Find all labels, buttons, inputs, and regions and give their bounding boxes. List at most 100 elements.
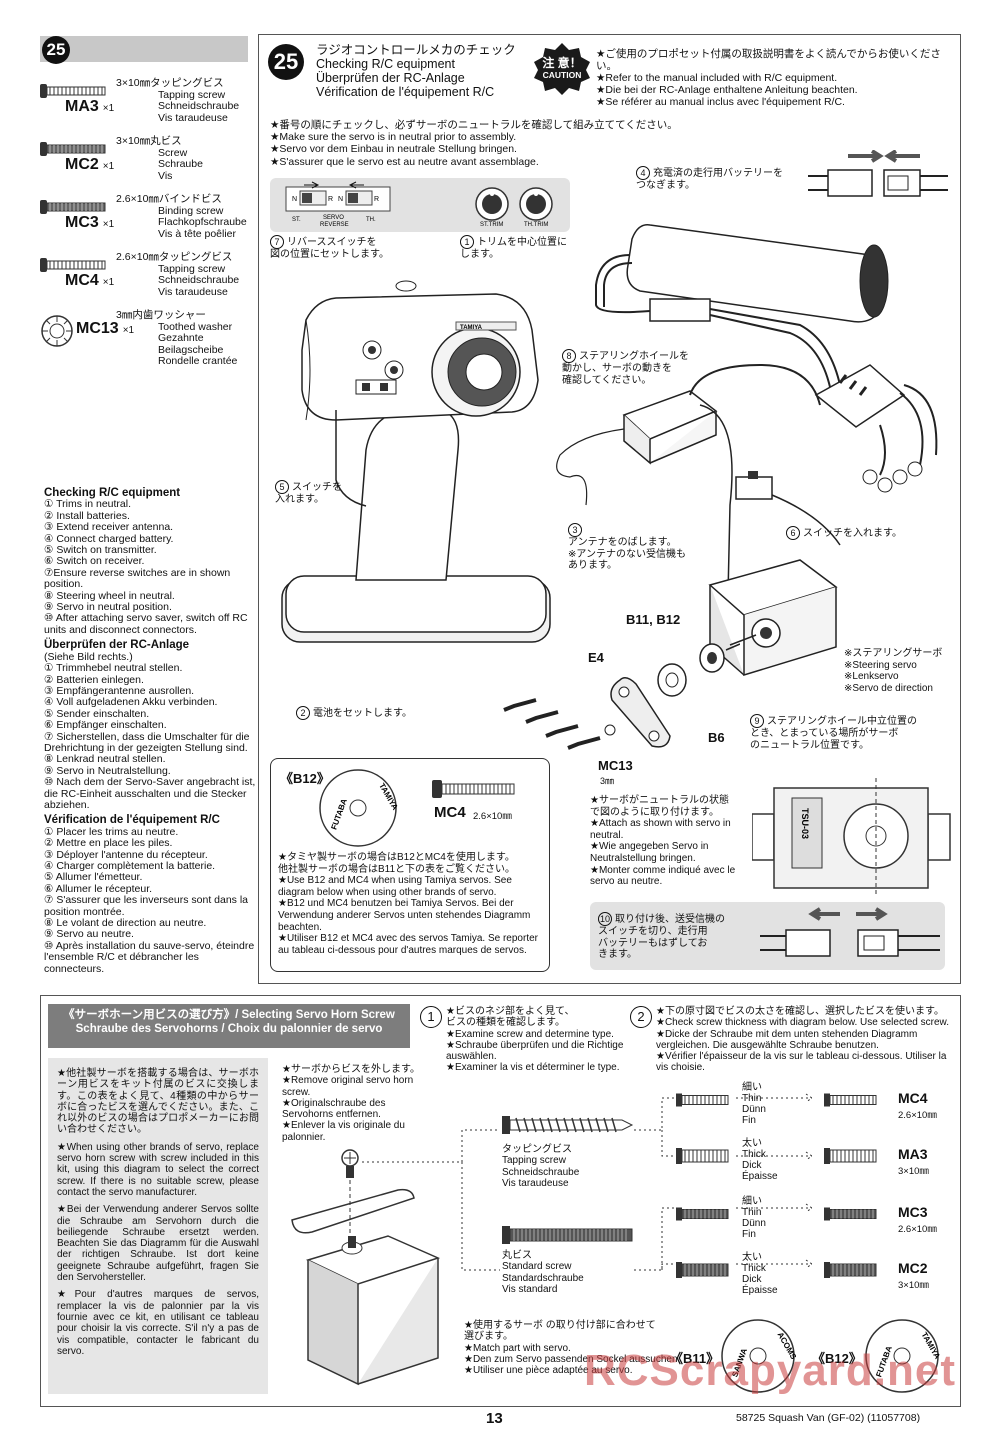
match-servo-note: ★使用するサーボ の取り付け部に合わせて 選びます。 ★Match part w…	[464, 1320, 704, 1376]
screw-actual-size-icon	[676, 1207, 729, 1221]
b12-box-title: 《B12》	[280, 771, 330, 786]
part-label-b6: B6	[708, 730, 725, 745]
step-header-bar	[40, 36, 248, 62]
s1-line: ★Examine screw and determine type.	[446, 1028, 614, 1040]
checking-item: ⑥ Switch on receiver.	[44, 555, 145, 568]
sub-step-1-text: ★ビスのネジ部をよく見て、 ビスの種類を確認します。 ★Examine scre…	[446, 1006, 636, 1074]
part-code: MA3×1	[65, 98, 115, 115]
screw-actual-size-icon	[676, 1148, 729, 1164]
section-header-line2: Schraube des Servohorns / Choix du palon…	[75, 1023, 383, 1035]
std-line: Vis standard	[502, 1283, 558, 1295]
step-title-en: Checking R/C equipment	[316, 57, 455, 71]
s2-line: ★下の原寸図でビスの太さを確認し、選択したビスを使います。	[656, 1006, 944, 1017]
step-title: ラジオコントロールメカのチェック Checking R/C equipment …	[316, 43, 516, 99]
checking-instructions: Checking R/C equipment ① Trims in neutra…	[44, 484, 256, 975]
b12-line: ★タミヤ製サーボの場合はB12とMC4を使用します。	[278, 852, 515, 863]
neutral-line: ★サーボがニュートラルの状態	[590, 795, 729, 806]
neutral-note-line: ★Make sure the servo is in neutral prior…	[270, 131, 517, 144]
result-size: 2.6×10㎜	[898, 1224, 937, 1235]
part-code: MC13×1	[76, 320, 135, 337]
part-code: MC3×1	[65, 214, 115, 231]
result-code: MC4	[898, 1090, 928, 1106]
caution-text: ★ご使用のプロポセット付属の取扱説明書をよく読んでからお使いください。 ★Ref…	[596, 48, 956, 108]
remove-line: ★Enlever la vis originale du palonnier.	[282, 1120, 405, 1143]
checking-item: ① Trims in neutral.	[44, 498, 132, 511]
checking-de-title: Überprüfen der RC-Anlage	[44, 639, 190, 652]
screw-actual-size-icon	[676, 1093, 729, 1107]
servo-horn-parts-illustration	[503, 643, 740, 750]
checking-item: ⑧ Lenkrad neutral stellen.	[44, 753, 166, 766]
neutral-servo-icon: TSU-03	[752, 778, 951, 896]
toothed-washer-icon	[41, 315, 73, 347]
result-size: 2.6×10㎜	[898, 1110, 937, 1121]
neutral-note: ★番号の順にチェックし、必ずサーボのニュートラルを確認して組み立ててください。 …	[270, 119, 678, 168]
b12-box-text: ★タミヤ製サーボの場合はB12とMC4を使用します。 他社製サーボの場合はB11…	[278, 852, 542, 956]
trim-dials-icon: ST.TRIM TH.TRIM	[475, 187, 553, 228]
svg-text:N: N	[338, 196, 343, 203]
neutral-line: ★Attach as shown with servo in neutral.	[590, 818, 731, 841]
neutral-line: で図のように取り付けます。	[590, 806, 719, 818]
part-code: MC4×1	[65, 272, 115, 289]
std-line: 丸ビス	[502, 1250, 532, 1261]
result-size: 3×10㎜	[898, 1166, 929, 1177]
neutral-note-line: ★S'assurer que le servo est au neutre av…	[270, 155, 539, 168]
checking-item: ⑦Ensure reverse switches are in shown po…	[44, 566, 231, 591]
tap-line: Schneidschraube	[502, 1166, 580, 1178]
connector-dotted-lines	[362, 1093, 813, 1271]
step-panel	[258, 34, 961, 984]
screw-actual-size-icon	[824, 1093, 877, 1107]
checking-item: ⑨ Servo au neutre.	[44, 928, 134, 941]
neutral-line: ★Monter comme indiqué avec le servo au n…	[590, 864, 736, 888]
checking-item: ⑧ Le volant de direction au neutre.	[44, 917, 207, 930]
note-en: ★When using other brands of servo, repla…	[57, 1141, 259, 1198]
b12-info-box	[270, 758, 550, 972]
svg-text:TH.: TH.	[366, 217, 376, 223]
checking-item: ⑩ After attaching servo saver, switch of…	[44, 612, 248, 636]
tap-line: Tapping screw	[502, 1155, 566, 1167]
checking-en-title: Checking R/C equipment	[44, 487, 181, 499]
svg-text:TH.TRIM: TH.TRIM	[524, 222, 548, 228]
checking-item: ③ Déployer l'antenne du récepteur.	[44, 848, 208, 861]
result-code: MA3	[898, 1146, 928, 1162]
checking-item: ⑨ Servo in neutral position.	[44, 601, 172, 614]
caution-line: ★ご使用のプロポセット付属の取扱説明書をよく読んでからお使いください。	[596, 48, 941, 72]
b11-horn-disk-icon: SANWA ACOMS	[721, 1319, 798, 1393]
s1-line: ビスの種類を確認します。	[446, 1017, 565, 1029]
standard-screw-icon	[502, 1226, 633, 1244]
checking-item: ⑦ Sicherstellen, dass die Umschalter für…	[44, 730, 250, 754]
b12-line: ★B12 und MC4 benutzen bei Tamiya Servos.…	[278, 898, 531, 933]
checking-item: ④ Charger complètement la batterie.	[44, 860, 216, 872]
match-line: ★Match part with servo.	[464, 1342, 571, 1354]
screw-actual-size-icon	[824, 1207, 877, 1221]
s2-line: ★Vérifier l'épaisseur de la vis sur le t…	[656, 1051, 947, 1074]
match-line: ★Utiliser une pièce adaptée au servo.	[464, 1365, 633, 1377]
screw-icon	[40, 142, 106, 156]
checking-item: ② Install batteries.	[44, 509, 130, 522]
result-size: 3×10㎜	[898, 1280, 929, 1291]
step-title-jp: ラジオコントロールメカのチェック	[316, 43, 516, 57]
screw-icon	[40, 200, 106, 214]
match-line: 選びます。	[464, 1331, 513, 1343]
svg-text:SERVO: SERVO	[323, 215, 344, 221]
checking-item: ④ Voll aufgeladenen Akku verbinden.	[44, 696, 218, 709]
checking-fr-title: Vérification de l'équipement R/C	[44, 814, 220, 827]
s1-line: ★Schraube überprüfen und die Richtige au…	[446, 1039, 624, 1063]
caution-badge-icon	[534, 43, 590, 95]
std-line: Standard screw	[502, 1261, 572, 1273]
neutral-note-line: ★番号の順にチェックし、必ずサーボのニュートラルを確認して組み立ててください。	[270, 119, 678, 131]
b12-line: 他社製サーボの場合はB11と下の表をご覧ください。	[278, 863, 516, 875]
neutral-line: ★Wie angegeben Servo in Neutralstellung …	[590, 841, 709, 864]
tapping-screw-icon	[502, 1116, 634, 1134]
svg-text:ST.: ST.	[292, 217, 301, 223]
remove-line: ★Originalschraube des Servohorns entfern…	[282, 1097, 386, 1121]
note-de: ★Bei der Verwendung anderer Servos sollt…	[57, 1204, 259, 1284]
servo-with-horn-illustration	[291, 1149, 441, 1386]
